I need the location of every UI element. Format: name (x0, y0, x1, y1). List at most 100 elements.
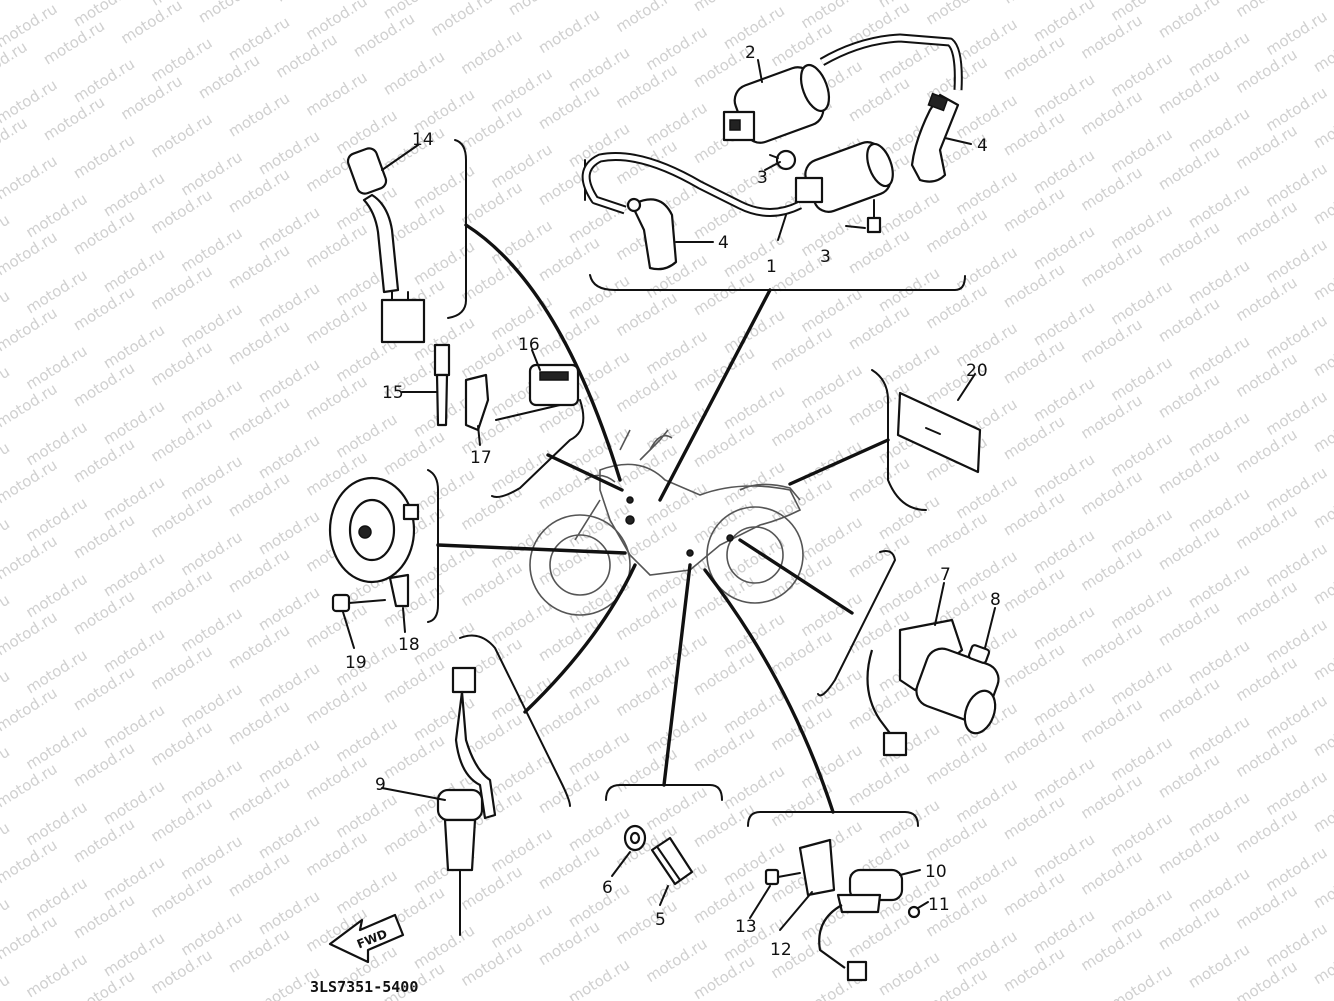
watermark-text: motod.ru (100, 625, 168, 677)
watermark-text: motod.ru (768, 475, 836, 527)
watermark-text: motod.ru (875, 796, 943, 848)
watermark-text: motod.ru (458, 938, 526, 990)
watermark-text: motod.ru (23, 418, 91, 470)
watermark-text: motod.ru (1030, 678, 1098, 730)
watermark-text: motod.ru (1108, 429, 1176, 481)
watermark-text: motod.ru (1185, 256, 1253, 308)
watermark-text: motod.ru (0, 152, 60, 204)
watermark-text: motod.ru (178, 832, 246, 884)
watermark-text: motod.ru (0, 0, 30, 13)
watermark-text: motod.ru (1108, 505, 1176, 557)
watermark-text: motod.ru (178, 224, 246, 276)
watermark-text: motod.ru (118, 72, 186, 124)
watermark-text: motod.ru (923, 813, 991, 865)
watermark-text: motod.ru (1030, 906, 1098, 958)
watermark-text: motod.ru (225, 89, 293, 141)
watermark-text: motod.ru (1000, 944, 1068, 996)
watermark-text: motod.ru (798, 361, 866, 413)
watermark-text: motod.ru (225, 925, 293, 977)
watermark-text: motod.ru (148, 870, 216, 922)
watermark-text: motod.ru (255, 127, 323, 179)
part-number-1: 1 (766, 257, 777, 277)
watermark-text: motod.ru (1078, 467, 1146, 519)
spark-plug-cap-4-left (626, 197, 678, 271)
watermark-text: motod.ru (303, 828, 371, 880)
watermark-text: motod.ru (1030, 450, 1098, 502)
watermark-text: motod.ru (195, 51, 263, 103)
watermark-text: motod.ru (1155, 674, 1223, 726)
watermark-text: motod.ru (333, 866, 401, 918)
watermark-text: motod.ru (1108, 733, 1176, 785)
watermark-text: motod.ru (690, 724, 758, 776)
watermark-text: motod.ru (690, 952, 758, 1001)
watermark-text: motod.ru (643, 934, 711, 986)
watermark-text: motod.ru (0, 76, 60, 128)
watermark-text: motod.ru (255, 203, 323, 255)
watermark-text: motod.ru (148, 34, 216, 86)
watermark-text: motod.ru (565, 727, 633, 779)
sensor-9 (436, 666, 497, 936)
watermark-text: motod.ru (255, 431, 323, 483)
watermark-text: motod.ru (613, 440, 681, 492)
watermark-text: motod.ru (798, 513, 866, 565)
watermark-text: motod.ru (1263, 387, 1331, 439)
watermark-text: motod.ru (690, 496, 758, 548)
watermark-text: motod.ru (1263, 615, 1331, 667)
watermark-text: motod.ru (458, 330, 526, 382)
watermark-text: motod.ru (1078, 771, 1146, 823)
watermark-text: motod.ru (1185, 408, 1253, 460)
watermark-text: motod.ru (148, 490, 216, 542)
watermark-text: motod.ru (380, 655, 448, 707)
watermark-text: motod.ru (70, 435, 138, 487)
part-number-18: 18 (398, 635, 420, 655)
watermark-text: motod.ru (1263, 539, 1331, 591)
part-number-9: 9 (375, 775, 386, 795)
bolt-5 (650, 836, 694, 886)
part-number-12: 12 (770, 940, 792, 960)
watermark-text: motod.ru (1108, 125, 1176, 177)
watermark-text: motod.ru (1000, 0, 1068, 8)
watermark-text: motod.ru (535, 461, 603, 513)
watermark-text: motod.ru (1233, 349, 1301, 401)
watermark-text: motod.ru (690, 648, 758, 700)
watermark-text: motod.ru (1078, 923, 1146, 975)
spark-plug-leads (581, 33, 963, 217)
part-number-8: 8 (990, 590, 1001, 610)
watermark-text: motod.ru (845, 226, 913, 278)
watermark-text: motod.ru (488, 596, 556, 648)
watermark-text: motod.ru (148, 414, 216, 466)
watermark-text: motod.ru (380, 47, 448, 99)
watermark-text: motod.ru (255, 507, 323, 559)
watermark-text: motod.ru (1108, 657, 1176, 709)
watermark-text: motod.ru (100, 321, 168, 373)
watermark-text: motod.ru (225, 849, 293, 901)
watermark-text: motod.ru (953, 547, 1021, 599)
watermark-text: motod.ru (1233, 45, 1301, 97)
watermark-text: motod.ru (1233, 729, 1301, 781)
watermark-text: motod.ru (410, 617, 478, 669)
watermark-text: motod.ru (225, 393, 293, 445)
watermark-text: motod.ru (488, 140, 556, 192)
watermark-text: motod.ru (428, 0, 496, 40)
watermark-text: motod.ru (1263, 83, 1331, 135)
watermark-text: motod.ru (1185, 636, 1253, 688)
ignition-coil-2 (722, 63, 831, 144)
watermark-text: motod.ru (1233, 805, 1301, 857)
watermark-text: motod.ru (100, 245, 168, 297)
watermark-text: motod.ru (1263, 311, 1331, 363)
watermark-text: motod.ru (690, 268, 758, 320)
part-number-20: 20 (966, 361, 988, 381)
watermark-text: motod.ru (1030, 0, 1098, 46)
part-number-labels: 2 3 4 4 1 3 14 15 16 17 20 18 19 7 8 9 6… (345, 43, 1001, 960)
watermark-text: motod.ru (1108, 353, 1176, 405)
watermark-text: motod.ru (535, 537, 603, 589)
bracket-17 (464, 373, 490, 432)
watermark-text: motod.ru (410, 237, 478, 289)
watermark-text: motod.ru (1030, 146, 1098, 198)
watermark-text: motod.ru (333, 790, 401, 842)
part-number-7: 7 (940, 565, 951, 585)
watermark-text: motod.ru (23, 722, 91, 774)
watermark-text: motod.ru (1263, 235, 1331, 287)
watermark-text: motod.ru (845, 682, 913, 734)
watermark-text: motod.ru (1155, 294, 1223, 346)
